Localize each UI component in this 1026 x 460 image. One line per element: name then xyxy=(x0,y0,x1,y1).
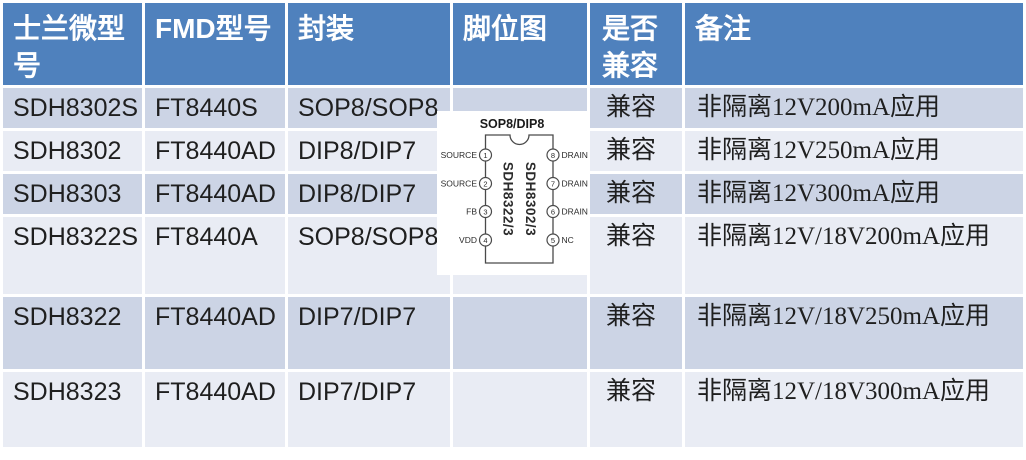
pin-circle xyxy=(478,148,493,162)
header-row: 士兰微型号 FMD型号 封装 脚位图 是否兼容 备注 xyxy=(3,3,1023,85)
column-header-pin-map: 脚位图 xyxy=(453,3,587,85)
cell-pin-map xyxy=(453,296,587,369)
cell-silan-model: SDH8303 xyxy=(3,173,142,214)
cell-compatible: 兼容 xyxy=(590,173,682,214)
pin-label: SOURCE xyxy=(441,179,478,189)
table-row: SDH8322 FT8440AD DIP7/DIP7 兼容 非隔离12V/18V… xyxy=(3,296,1023,369)
cell-fmd-model: FT8440AD xyxy=(145,130,285,171)
pin-label: VDD xyxy=(459,235,477,245)
column-header-compatible: 是否兼容 xyxy=(590,3,682,85)
pin-circle xyxy=(478,233,493,247)
column-header-package: 封装 xyxy=(288,3,450,85)
cell-compatible: 兼容 xyxy=(590,371,682,447)
cell-remark: 非隔离12V/18V300mA应用 xyxy=(685,371,1023,447)
pin-number: 7 xyxy=(551,179,555,188)
pin-circle xyxy=(478,204,493,219)
chip-label-left: SDH8322/3 xyxy=(501,162,516,236)
chip-label-right: SDH8302/3 xyxy=(523,162,538,236)
cell-package: DIP8/DIP7 xyxy=(288,130,450,171)
chip-outline-with-notch-icon xyxy=(484,134,554,264)
cell-fmd-model: FT8440AD xyxy=(145,296,285,369)
cell-remark: 非隔离12V300mA应用 xyxy=(685,173,1023,214)
pin-label: DRAIN xyxy=(562,150,588,160)
column-header-remark: 备注 xyxy=(685,3,1023,85)
cell-compatible: 兼容 xyxy=(590,216,682,294)
pin-number: 4 xyxy=(483,236,487,245)
column-header-silan-model: 士兰微型号 xyxy=(3,3,142,85)
cell-silan-model: SDH8302S xyxy=(3,87,142,128)
pin-label: SOURCE xyxy=(441,150,478,160)
pin-circle xyxy=(478,176,493,191)
table-row: SDH8323 FT8440AD DIP7/DIP7 兼容 非隔离12V/18V… xyxy=(3,371,1023,447)
column-header-fmd-model: FMD型号 xyxy=(145,3,285,85)
pin-circle xyxy=(546,176,560,191)
pin-label: NC xyxy=(562,235,574,245)
table-row: SDH8302S FT8440S SOP8/SOP8 兼容 非隔离12V200m… xyxy=(3,87,1023,128)
cell-package: SOP8/SOP8 xyxy=(288,87,450,128)
cell-compatible: 兼容 xyxy=(590,87,682,128)
cell-silan-model: SDH8302 xyxy=(3,130,142,171)
pin-label: DRAIN xyxy=(562,207,588,217)
pin-number: 5 xyxy=(551,236,555,245)
table-row: SDH8303 FT8440AD DIP8/DIP7 兼容 非隔离12V300m… xyxy=(3,173,1023,214)
cell-package: DIP8/DIP7 xyxy=(288,173,450,214)
cell-remark: 非隔离12V200mA应用 xyxy=(685,87,1023,128)
cell-package: DIP7/DIP7 xyxy=(288,296,450,369)
cell-compatible: 兼容 xyxy=(590,296,682,369)
cell-silan-model: SDH8323 xyxy=(3,371,142,447)
pin-number: 1 xyxy=(483,151,487,160)
pin-label: FB xyxy=(466,207,477,217)
pin-number: 2 xyxy=(483,179,487,188)
cell-pin-map xyxy=(453,371,587,447)
cell-package: DIP7/DIP7 xyxy=(288,371,450,447)
cell-silan-model: SDH8322 xyxy=(3,296,142,369)
pin-diagram: SOP8/DIP8 SDH8322/3 SDH8302/3 1 SOURCE 2… xyxy=(437,111,588,275)
cell-silan-model: SDH8322S xyxy=(3,216,142,294)
pin-circle xyxy=(546,233,560,247)
cell-fmd-model: FT8440AD xyxy=(145,173,285,214)
cell-remark: 非隔离12V250mA应用 xyxy=(685,130,1023,171)
pin-number: 3 xyxy=(483,207,487,216)
cell-package: SOP8/SOP8 xyxy=(288,216,450,294)
pin-number: 8 xyxy=(551,151,555,160)
cell-remark: 非隔离12V/18V200mA应用 xyxy=(685,216,1023,294)
cell-remark: 非隔离12V/18V250mA应用 xyxy=(685,296,1023,369)
cell-fmd-model: FT8440A xyxy=(145,216,285,294)
pin-circle xyxy=(546,148,560,162)
pin-diagram-title: SOP8/DIP8 xyxy=(480,117,545,131)
pin-number: 6 xyxy=(551,207,555,216)
pin-diagram-drawing: SOP8/DIP8 SDH8322/3 SDH8302/3 1 SOURCE 2… xyxy=(441,117,588,264)
pin-label: DRAIN xyxy=(562,179,588,189)
pin-circle xyxy=(546,204,560,219)
cell-compatible: 兼容 xyxy=(590,130,682,171)
chip-comparison-table: 士兰微型号 FMD型号 封装 脚位图 是否兼容 备注 SDH8302S FT84… xyxy=(3,3,1023,447)
cell-fmd-model: FT8440AD xyxy=(145,371,285,447)
cell-fmd-model: FT8440S xyxy=(145,87,285,128)
